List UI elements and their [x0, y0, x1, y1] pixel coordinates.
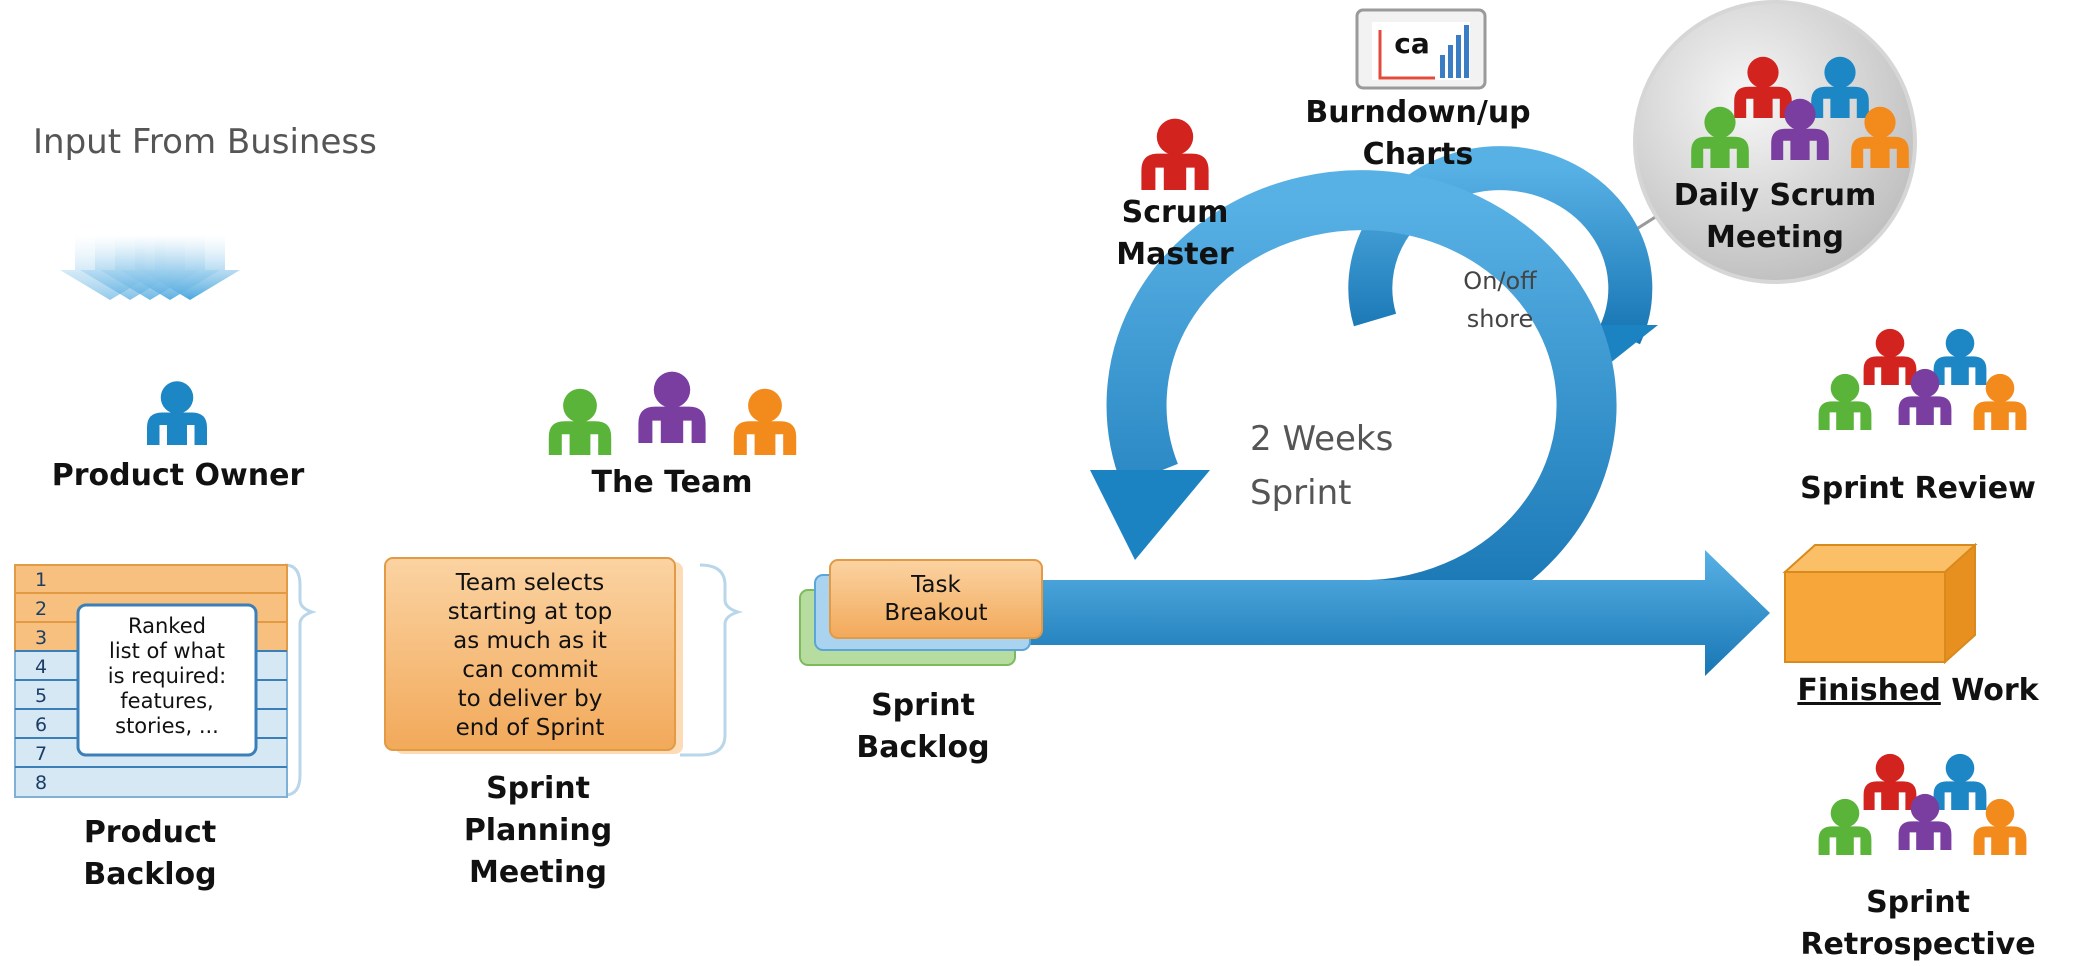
onoff-shore-label: On/off shore — [1463, 262, 1536, 338]
main-flow-arrow — [1000, 550, 1770, 676]
task-breakout-line-2: Breakout — [884, 600, 987, 626]
sprint-backlog-line-2: Backlog — [856, 730, 990, 765]
backlog-note-line-2: list of what — [109, 639, 225, 663]
sprint-retro-people-icon — [1818, 753, 2027, 855]
sprint-retro-label: Sprint Retrospective — [1800, 882, 2035, 966]
backlog-note-line-4: features, — [120, 689, 213, 713]
sprint-review-label: Sprint Review — [1800, 471, 2036, 506]
team-icon — [548, 371, 797, 455]
backlog-note-line-3: is required: — [108, 664, 227, 688]
sprint-planning-label: Sprint Planning Meeting — [464, 768, 612, 894]
sprint-backlog-label: Sprint Backlog — [856, 685, 989, 769]
burndown-line-2: Charts — [1362, 137, 1474, 172]
work-word: Work — [1940, 673, 2039, 708]
scrum-master-icon — [1141, 118, 1209, 190]
onoff-line-2: shore — [1466, 305, 1534, 333]
product-owner-label: Product Owner — [51, 458, 305, 493]
the-team-label: The Team — [591, 465, 753, 500]
daily-scrum-label: Daily Scrum Meeting — [1674, 175, 1877, 259]
task-breakout-line-1: Task — [910, 572, 961, 598]
onoff-line-1: On/off — [1463, 267, 1537, 295]
input-arrows-icon — [60, 235, 240, 300]
planning-note-line-5: to deliver by — [458, 686, 603, 712]
sprint-loop-line-2: Sprint — [1250, 473, 1352, 513]
backlog-row-7: 7 — [35, 743, 47, 765]
product-backlog-label: Product Backlog — [83, 812, 216, 896]
backlog-row-8: 8 — [35, 772, 47, 794]
sprint-backlog-stack: Task Breakout — [799, 559, 1043, 666]
sprint-planning-line-1: Sprint — [486, 771, 590, 806]
sprint-loop-label: 2 Weeks Sprint — [1250, 412, 1393, 520]
backlog-note-line-5: stories, ... — [115, 714, 219, 738]
backlog-row-3: 3 — [35, 627, 47, 649]
planning-note-line-3: as much as it — [453, 628, 607, 654]
scrum-master-line-2: Master — [1116, 237, 1234, 272]
burndown-chart-icon: ca — [1355, 8, 1487, 90]
burndown-line-1: Burndown/up — [1305, 95, 1531, 130]
backlog-row-6: 6 — [35, 714, 47, 736]
planning-note-line-1: Team selects — [455, 570, 604, 596]
sprint-review-people-icon — [1818, 328, 2027, 430]
sprint-retro-line-1: Sprint — [1866, 885, 1970, 920]
daily-scrum-line-1: Daily Scrum — [1673, 178, 1877, 213]
sprint-backlog-line-1: Sprint — [871, 688, 975, 723]
backlog-row-2: 2 — [35, 598, 47, 620]
product-owner-icon — [147, 381, 207, 445]
sprint-planning-line-2: Planning — [463, 813, 613, 848]
sprint-retro-line-2: Retrospective — [1800, 927, 2036, 962]
scrum-master-line-1: Scrum — [1121, 195, 1229, 230]
product-backlog-line-1: Product — [83, 815, 217, 850]
product-backlog-line-2: Backlog — [83, 857, 217, 892]
sprint-loop-line-1: 2 Weeks — [1250, 419, 1394, 459]
sprint-loop-icon — [1090, 170, 1617, 640]
sprint-planning-note: Team selects starting at top as much as … — [384, 557, 744, 757]
backlog-row-1: 1 — [35, 569, 47, 591]
planning-note-line-6: end of Sprint — [456, 715, 605, 741]
backlog-row-4: 4 — [35, 656, 47, 678]
backlog-row-5: 5 — [35, 685, 47, 707]
chart-logo: ca — [1394, 27, 1430, 60]
scrum-master-label: Scrum Master — [1116, 192, 1233, 276]
planning-note-line-2: starting at top — [448, 599, 613, 625]
burndown-label: Burndown/up Charts — [1305, 92, 1530, 176]
finished-word: Finished — [1797, 673, 1941, 708]
product-backlog-list: 1 2 3 4 5 6 7 8 Ranked list of what is r… — [14, 563, 317, 798]
sprint-planning-line-3: Meeting — [468, 855, 608, 890]
finished-work-box-icon — [1782, 542, 1978, 665]
backlog-note-line-1: Ranked — [128, 614, 206, 638]
input-from-business-label: Input From Business — [33, 122, 377, 162]
planning-note-line-4: can commit — [462, 657, 598, 683]
finished-work-label: Finished Work — [1797, 670, 2038, 712]
daily-scrum-line-2: Meeting — [1705, 220, 1845, 255]
